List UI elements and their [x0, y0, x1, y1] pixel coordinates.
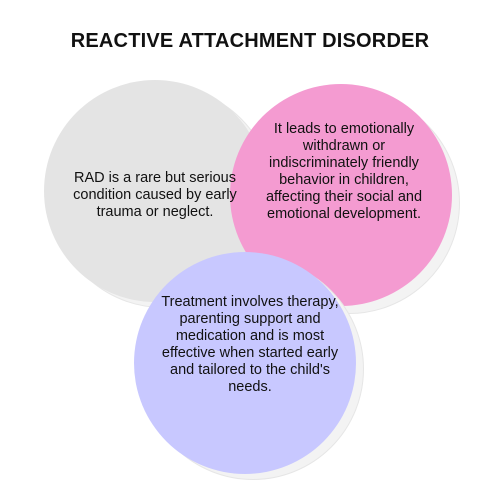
diagram-title: REACTIVE ATTACHMENT DISORDER	[70, 30, 430, 52]
blue-circle-text: Treatment involves therapy, parenting su…	[161, 294, 339, 395]
blue-circle	[134, 252, 356, 474]
pink-circle-text: It leads to emotionally withdrawn or ind…	[265, 121, 423, 222]
gray-circle-text: RAD is a rare but serious condition caus…	[73, 170, 237, 220]
